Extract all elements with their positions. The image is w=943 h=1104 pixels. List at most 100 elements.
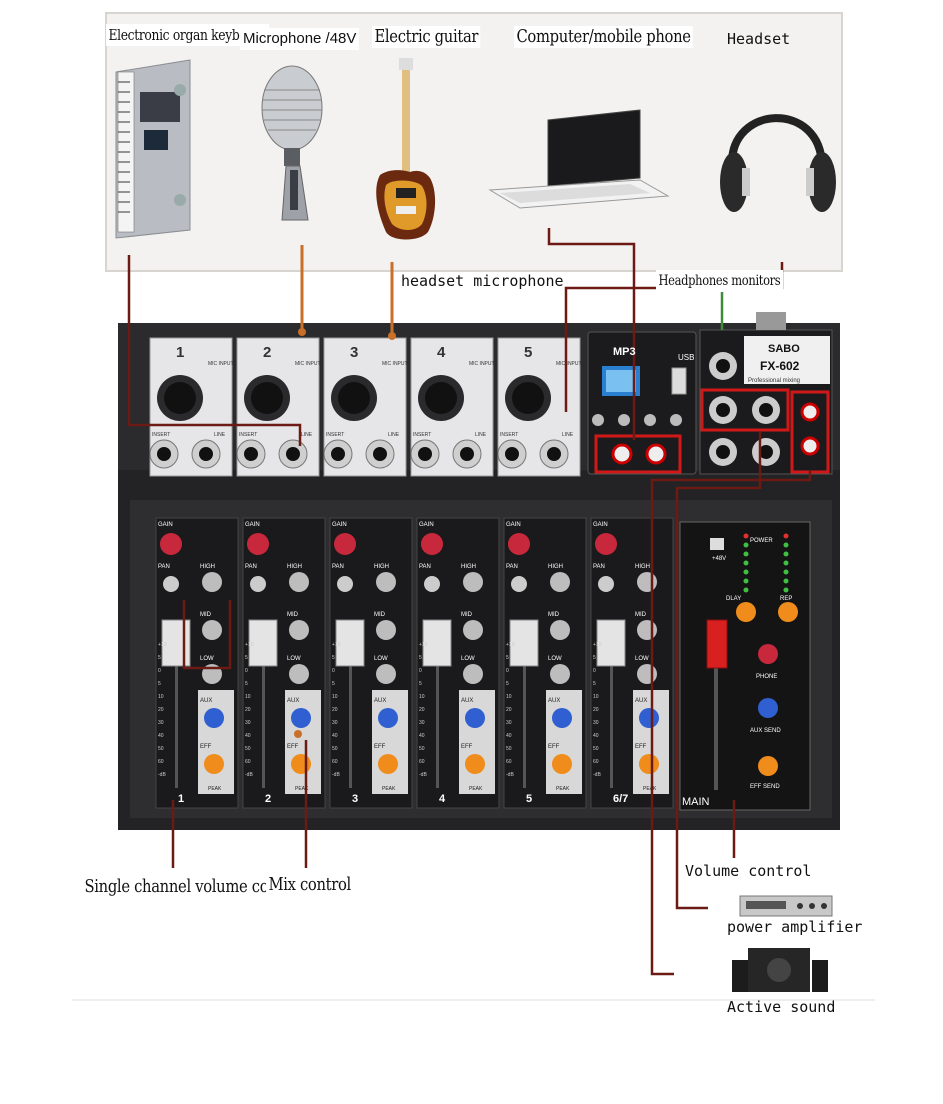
meter-scale-label: +10 bbox=[158, 642, 167, 648]
aux-eff-panel bbox=[372, 690, 408, 794]
eff-knob bbox=[639, 754, 659, 774]
low-label: LOW bbox=[287, 656, 301, 662]
aux-eff-panel bbox=[546, 690, 582, 794]
meter-scale-label: 0 bbox=[419, 668, 422, 674]
mic-input-label: MIC INPUT bbox=[469, 361, 495, 367]
insert-socket bbox=[505, 447, 519, 461]
eff-knob bbox=[204, 754, 224, 774]
gain-knob bbox=[334, 533, 356, 555]
meter-scale-label: 20 bbox=[419, 707, 425, 713]
input-channel-number: 2 bbox=[263, 344, 271, 361]
meter-scale-label: 30 bbox=[593, 720, 599, 726]
meter-scale-label: 5 bbox=[332, 655, 335, 661]
meter-scale-label: 5 bbox=[419, 681, 422, 687]
line-label: LINE bbox=[301, 432, 313, 438]
low-label: LOW bbox=[200, 656, 214, 662]
meter-scale-label: 0 bbox=[593, 668, 596, 674]
tagline-label: Professional mixing bbox=[748, 378, 800, 384]
mid-label: MID bbox=[635, 612, 647, 618]
mid-knob bbox=[637, 620, 657, 640]
line-socket bbox=[286, 447, 300, 461]
guitar-label: Electric guitar bbox=[372, 26, 481, 48]
aux-label: AUX bbox=[287, 698, 299, 704]
led-right bbox=[784, 552, 789, 557]
line-socket bbox=[199, 447, 213, 461]
mid-knob bbox=[289, 620, 309, 640]
meter-scale-label: 5 bbox=[332, 681, 335, 687]
phantom-label: +48V bbox=[712, 556, 726, 562]
meter-scale-label: 50 bbox=[158, 746, 164, 752]
pan-knob bbox=[511, 576, 527, 592]
input-channel-number: 3 bbox=[350, 344, 358, 361]
eff-knob bbox=[465, 754, 485, 774]
pan-knob bbox=[598, 576, 614, 592]
input-channel-number: 5 bbox=[524, 344, 532, 361]
insert-label: INSERT bbox=[239, 432, 257, 438]
peak-label: PEAK bbox=[556, 786, 570, 792]
low-knob bbox=[550, 664, 570, 684]
aux-knob bbox=[465, 708, 485, 728]
led-left bbox=[744, 588, 749, 593]
low-knob bbox=[289, 664, 309, 684]
aux-knob bbox=[552, 708, 572, 728]
high-label: HIGH bbox=[548, 564, 563, 570]
aux-label: AUX bbox=[548, 698, 560, 704]
meter-scale-label: 20 bbox=[245, 707, 251, 713]
output-section bbox=[700, 312, 832, 474]
meter-scale-label: -dB bbox=[158, 772, 166, 778]
pan-knob bbox=[424, 576, 440, 592]
meter-scale-label: 20 bbox=[158, 707, 164, 713]
meter-scale-label: 20 bbox=[332, 707, 338, 713]
high-label: HIGH bbox=[200, 564, 215, 570]
meter-scale-label: 40 bbox=[506, 733, 512, 739]
low-label: LOW bbox=[461, 656, 475, 662]
high-label: HIGH bbox=[374, 564, 389, 570]
aux-eff-panel bbox=[459, 690, 495, 794]
meter-scale-label: 10 bbox=[506, 694, 512, 700]
meter-scale-label: 50 bbox=[593, 746, 599, 752]
mid-label: MID bbox=[200, 612, 212, 618]
high-knob bbox=[550, 572, 570, 592]
laptop-image bbox=[490, 110, 668, 208]
xlr-socket bbox=[338, 382, 370, 414]
low-label: LOW bbox=[635, 656, 649, 662]
meter-scale-label: 60 bbox=[245, 759, 251, 765]
phone-label: PHONE bbox=[756, 674, 777, 680]
pan-label: PAN bbox=[332, 564, 344, 570]
peak-label: PEAK bbox=[208, 786, 222, 792]
pan-knob bbox=[163, 576, 179, 592]
meter-scale-label: -dB bbox=[245, 772, 253, 778]
insert-label: INSERT bbox=[326, 432, 344, 438]
line-socket bbox=[373, 447, 387, 461]
pan-label: PAN bbox=[419, 564, 431, 570]
meter-scale-label: 50 bbox=[245, 746, 251, 752]
line-label: LINE bbox=[475, 432, 487, 438]
peak-label: PEAK bbox=[469, 786, 483, 792]
eff-knob bbox=[378, 754, 398, 774]
led-left bbox=[744, 579, 749, 584]
aux-eff-panel bbox=[198, 690, 234, 794]
led-right bbox=[784, 588, 789, 593]
meter-scale-label: 60 bbox=[419, 759, 425, 765]
meter-scale-label: 10 bbox=[245, 694, 251, 700]
meter-scale-label: 30 bbox=[332, 720, 338, 726]
eff-label: EFF bbox=[461, 744, 473, 750]
meter-scale-label: 0 bbox=[332, 668, 335, 674]
strip-channel-number: 3 bbox=[352, 793, 358, 805]
low-knob bbox=[376, 664, 396, 684]
gain-knob bbox=[247, 533, 269, 555]
pan-knob bbox=[337, 576, 353, 592]
meter-scale-label: 10 bbox=[419, 694, 425, 700]
aux-label: AUX bbox=[374, 698, 386, 704]
peak-label: PEAK bbox=[382, 786, 396, 792]
high-knob bbox=[202, 572, 222, 592]
aux-label: AUX bbox=[200, 698, 212, 704]
insert-label: INSERT bbox=[152, 432, 170, 438]
meter-scale-label: 40 bbox=[158, 733, 164, 739]
meter-scale-label: 5 bbox=[419, 655, 422, 661]
meter-scale-label: 40 bbox=[332, 733, 338, 739]
led-right bbox=[784, 570, 789, 575]
xlr-socket bbox=[512, 382, 544, 414]
led-left bbox=[744, 534, 749, 539]
